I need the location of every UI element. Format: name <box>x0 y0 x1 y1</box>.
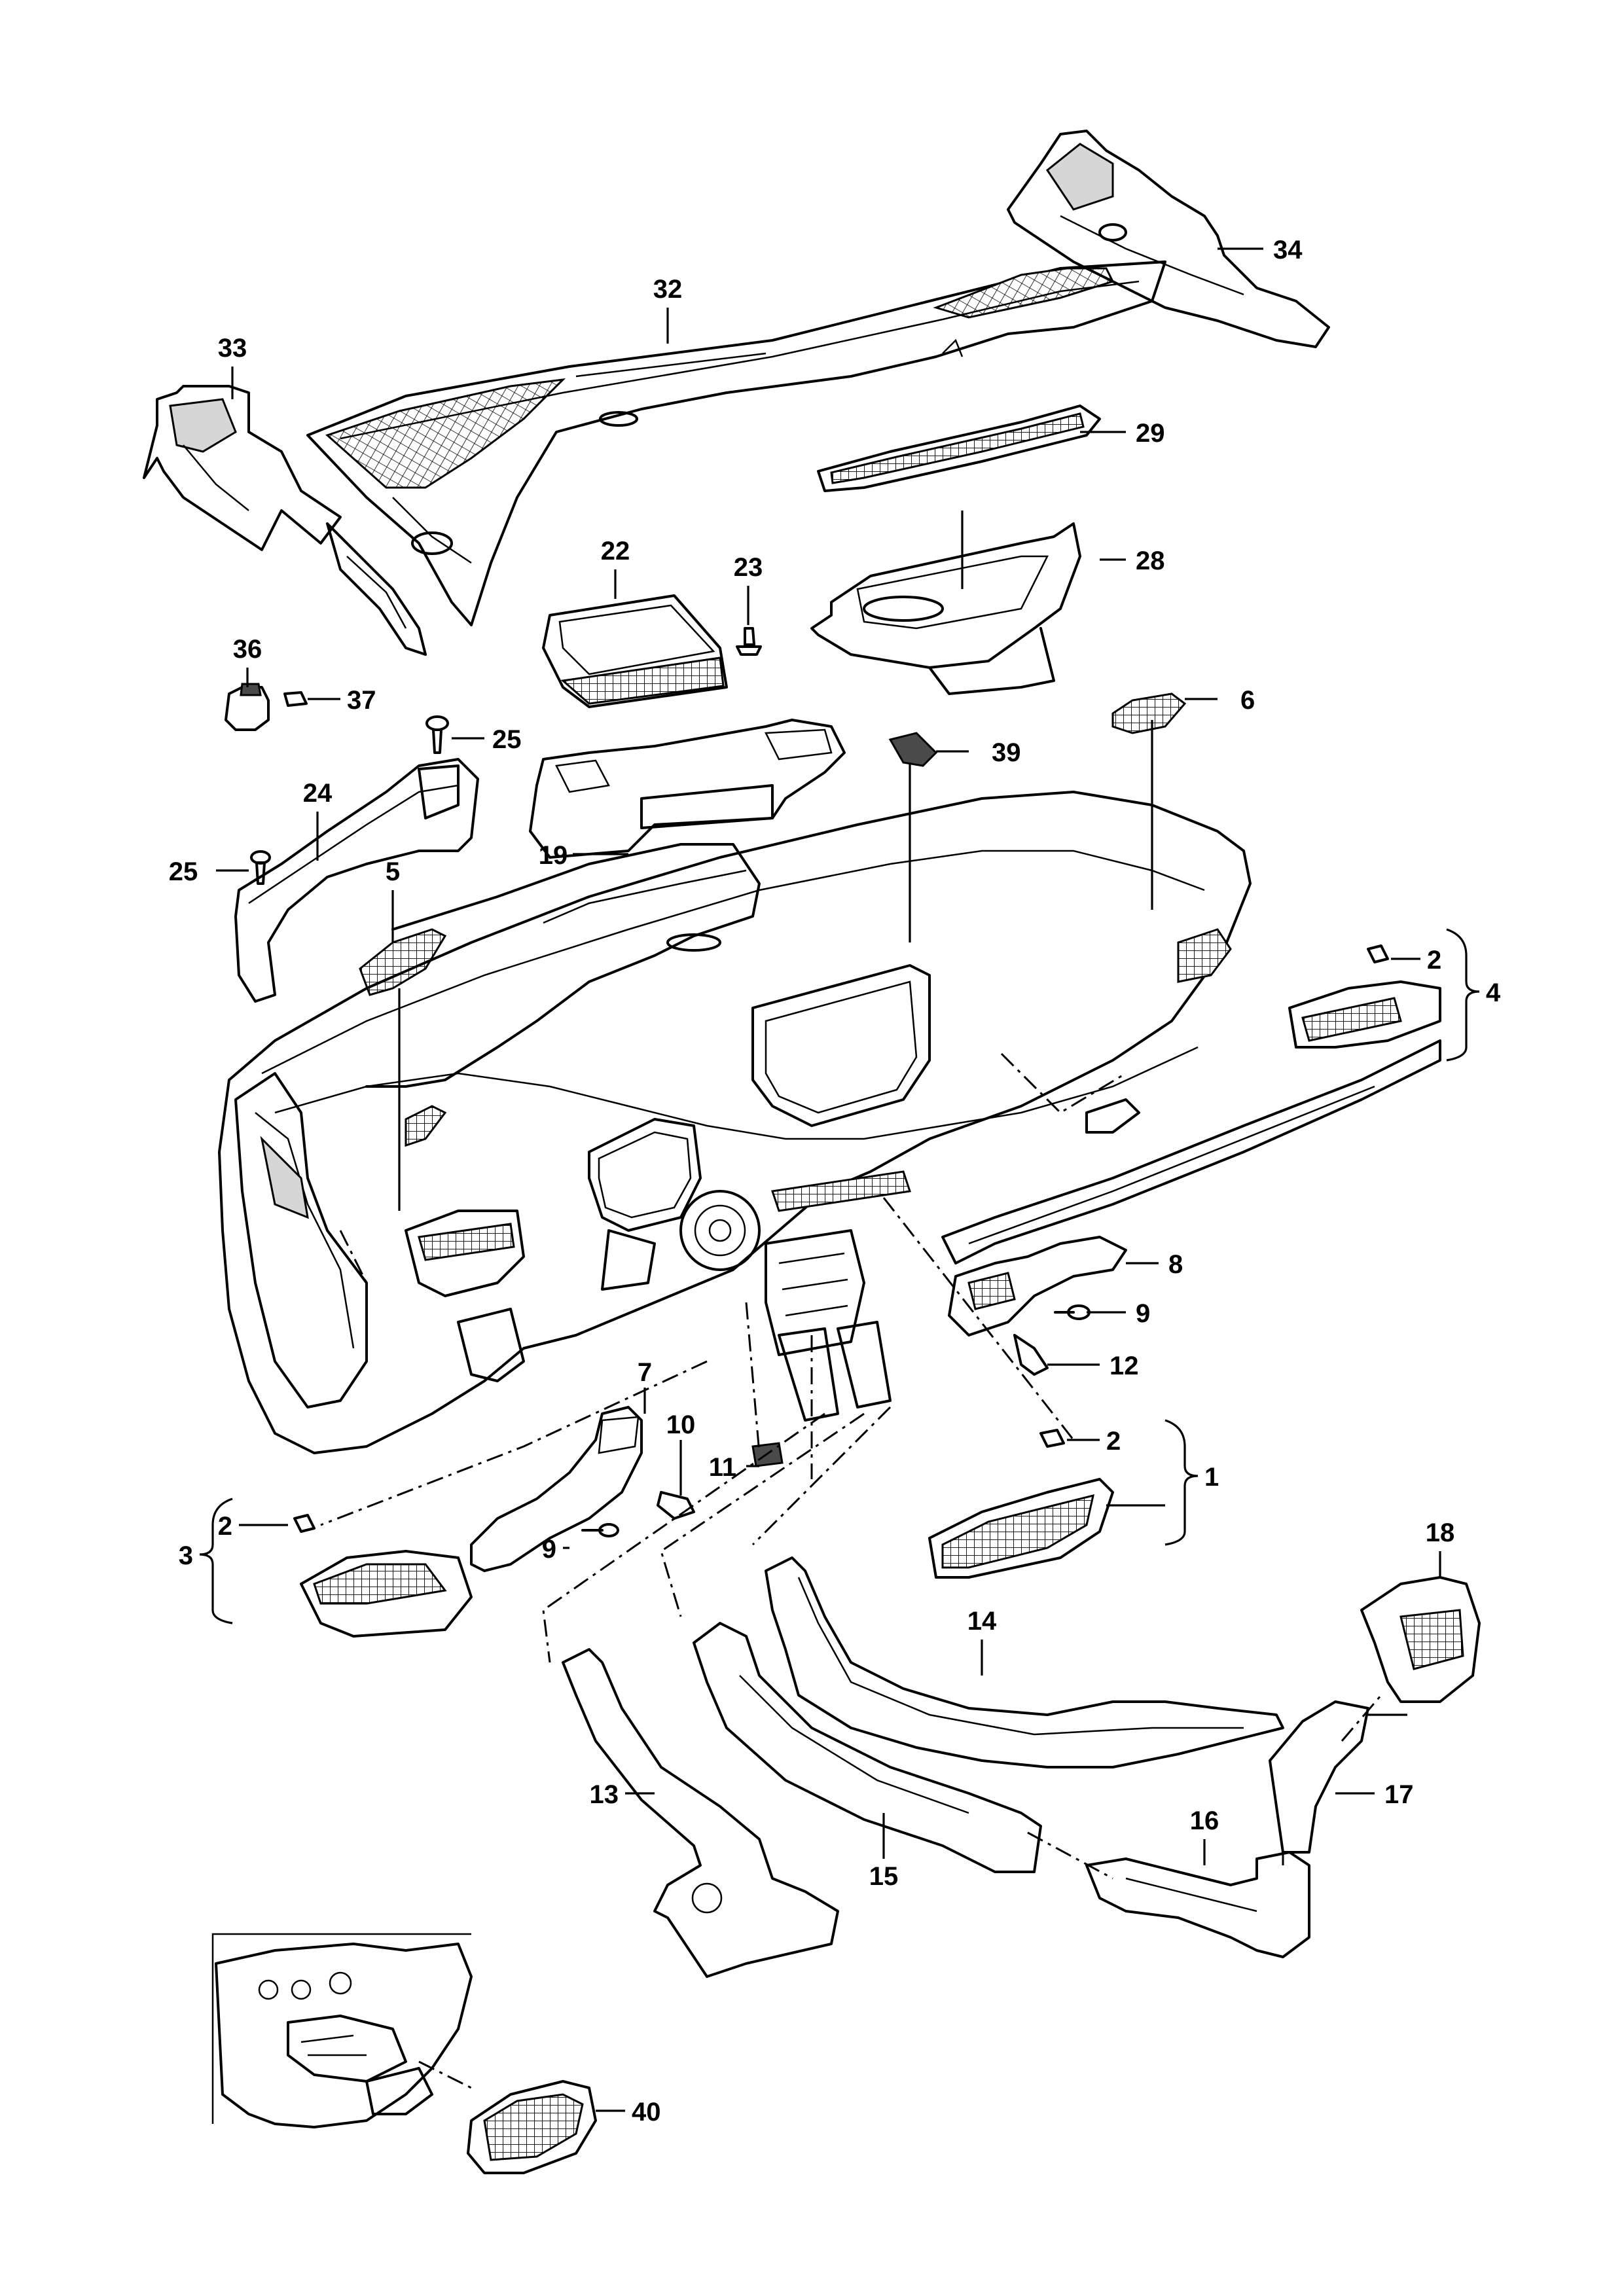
callout-13: 13 <box>590 1780 619 1809</box>
callout-8: 8 <box>1168 1250 1183 1279</box>
cowl-end-left-33 <box>143 385 427 656</box>
callout-7: 7 <box>638 1358 652 1387</box>
callout-5: 5 <box>386 857 400 886</box>
callout-10: 10 <box>666 1410 696 1439</box>
vent-1 <box>928 1478 1114 1579</box>
screw-25-left <box>250 850 271 885</box>
sensor-39 <box>888 732 938 767</box>
vent-6 <box>1111 692 1187 734</box>
vent-5 <box>359 928 447 996</box>
callout-11: 11 <box>709 1453 736 1482</box>
air-duct-19 <box>529 719 846 859</box>
callout-33: 33 <box>218 334 247 363</box>
callout-25-top: 25 <box>492 725 522 754</box>
cowl-end-right-34 <box>1007 130 1330 348</box>
callout-19: 19 <box>539 841 568 870</box>
clip-2-left <box>293 1514 316 1533</box>
callout-23: 23 <box>734 553 763 582</box>
callout-24: 24 <box>303 779 333 808</box>
callout-2-mid: 2 <box>1106 1427 1121 1456</box>
callout-25-left: 25 <box>169 857 198 886</box>
callout-2-left: 2 <box>218 1512 232 1541</box>
clip-12 <box>1013 1334 1049 1376</box>
clip-10 <box>657 1491 695 1520</box>
callout-40: 40 <box>632 2098 661 2126</box>
bracket-24 <box>234 758 479 1003</box>
callout-2-top: 2 <box>1427 946 1441 975</box>
floor-duct-16 <box>1085 1851 1310 1958</box>
rear-vent-18 <box>1360 1576 1481 1703</box>
callout-15: 15 <box>869 1862 899 1891</box>
clip-23 <box>736 627 762 656</box>
callout-9-right: 9 <box>1136 1299 1150 1328</box>
clip-2-top <box>1367 944 1389 963</box>
cowl-panel-32 <box>306 260 1166 626</box>
filter-insert-22 <box>542 594 728 708</box>
filter-cover-29 <box>817 404 1101 492</box>
clip-2-mid <box>1039 1429 1065 1448</box>
callout-39: 39 <box>992 738 1021 767</box>
floor-duct-15 <box>693 1622 1042 1873</box>
duct-7 <box>470 1406 643 1572</box>
callout-12: 12 <box>1110 1352 1139 1380</box>
inset-detail <box>211 1933 473 2128</box>
callout-9-left: 9 <box>542 1535 556 1564</box>
floor-duct-14 <box>765 1556 1284 1768</box>
callout-29: 29 <box>1136 419 1165 448</box>
vent-40 <box>467 2080 597 2174</box>
callout-labels: 32 33 34 29 28 22 23 36 37 25 25 24 19 3… <box>169 236 1501 2126</box>
callout-37: 37 <box>347 686 376 715</box>
callout-32: 32 <box>653 275 683 304</box>
callout-28: 28 <box>1136 547 1165 575</box>
callout-18: 18 <box>1426 1518 1455 1547</box>
callout-34: 34 <box>1273 236 1303 264</box>
callout-1: 1 <box>1204 1463 1219 1492</box>
callout-4: 4 <box>1486 978 1501 1007</box>
callout-17: 17 <box>1384 1780 1414 1809</box>
leader-lines <box>199 247 1480 2112</box>
callout-3: 3 <box>179 1541 193 1570</box>
clip-37 <box>283 691 308 707</box>
callout-14: 14 <box>967 1607 997 1636</box>
screw-9-left <box>581 1523 619 1537</box>
holder-36 <box>225 683 270 731</box>
callout-36: 36 <box>233 635 262 664</box>
floor-duct-13 <box>562 1648 839 1978</box>
screw-9-right <box>1054 1304 1091 1320</box>
callout-16: 16 <box>1190 1806 1219 1835</box>
rear-duct-17 <box>1269 1700 1369 1854</box>
side-vent-8 <box>948 1236 1127 1336</box>
dashboard-panel <box>218 791 1441 1454</box>
screw-25-top <box>425 715 449 754</box>
filter-housing-28 <box>810 522 1081 695</box>
vent-3 <box>300 1550 473 1638</box>
callout-22: 22 <box>601 537 630 565</box>
callout-6: 6 <box>1240 686 1255 715</box>
assembly-lines <box>320 733 1382 2089</box>
